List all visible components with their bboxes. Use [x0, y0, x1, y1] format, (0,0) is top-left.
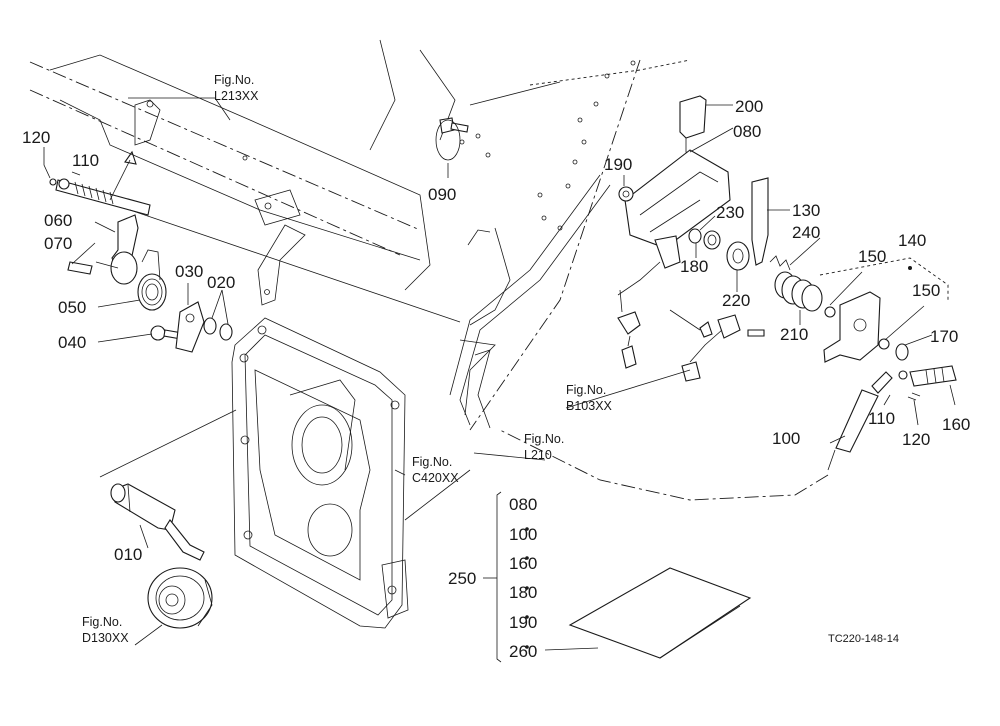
leader-lines: [43, 97, 956, 646]
frame-l210: [369, 39, 691, 431]
callout-020: 020: [207, 273, 235, 292]
callout-180: 180: [680, 257, 708, 276]
callout-100: 100: [772, 429, 800, 448]
kit-item-160: 160: [509, 554, 537, 573]
callout-110-right: 110: [868, 409, 895, 428]
fig-ref-l213-code: L213XX: [214, 89, 259, 103]
kit-list: 080 100 160 180 190 260: [509, 495, 537, 661]
callout-130: 130: [792, 201, 820, 220]
callout-150-right: 150: [912, 281, 940, 300]
callout-120-right: 120: [902, 430, 930, 449]
pedal-assembly: [435, 95, 957, 501]
callout-090: 090: [428, 185, 456, 204]
callout-240: 240: [792, 223, 820, 242]
kit-item-260: 260: [509, 642, 537, 661]
callout-030: 030: [175, 262, 203, 281]
kit-item-190: 190: [509, 613, 537, 632]
fig-ref-b103-label: Fig.No.: [566, 383, 606, 397]
fig-ref-b103-code: B103XX: [566, 399, 613, 413]
callout-190: 190: [604, 155, 632, 174]
fig-ref-d130-code: D130XX: [82, 631, 129, 645]
kit-item-080: 080: [509, 495, 537, 514]
kit-250: [483, 491, 752, 663]
callout-040: 040: [58, 333, 86, 352]
callout-010: 010: [114, 545, 142, 564]
callout-220: 220: [722, 291, 750, 310]
callout-labels: 120 110 060 070 050 040 030 020 010 090 …: [22, 97, 970, 588]
fig-ref-l210-code: L210: [524, 448, 552, 462]
callout-060: 060: [44, 211, 72, 230]
fig-ref-c420-code: C420XX: [412, 471, 459, 485]
fig-ref-c420-label: Fig.No.: [412, 455, 452, 469]
frame-l213: [29, 54, 431, 306]
drawing-code: TC220-148-14: [828, 633, 899, 645]
callout-110: 110: [72, 151, 99, 170]
callout-080: 080: [733, 122, 761, 141]
callout-210: 210: [780, 325, 808, 344]
callout-200: 200: [735, 97, 763, 116]
kit-item-100: 100: [509, 525, 537, 544]
callout-050: 050: [58, 298, 86, 317]
callout-150: 150: [858, 247, 886, 266]
kit-item-180: 180: [509, 583, 537, 602]
callout-070: 070: [44, 234, 72, 253]
callout-230: 230: [716, 203, 744, 222]
callout-160: 160: [942, 415, 970, 434]
switch-b103: [617, 289, 765, 382]
fig-ref-l210-label: Fig.No.: [524, 432, 564, 446]
figure-references: Fig.No. L213XX Fig.No. L210 Fig.No. B103…: [82, 73, 613, 645]
callout-170: 170: [930, 327, 958, 346]
gearcase-c420: [231, 317, 409, 629]
lever-assembly-left: [49, 150, 233, 629]
fig-ref-l213-label: Fig.No.: [214, 73, 254, 87]
fig-ref-d130-label: Fig.No.: [82, 615, 122, 629]
callout-120: 120: [22, 128, 50, 147]
callout-250: 250: [448, 569, 476, 588]
callout-140: 140: [898, 231, 926, 250]
